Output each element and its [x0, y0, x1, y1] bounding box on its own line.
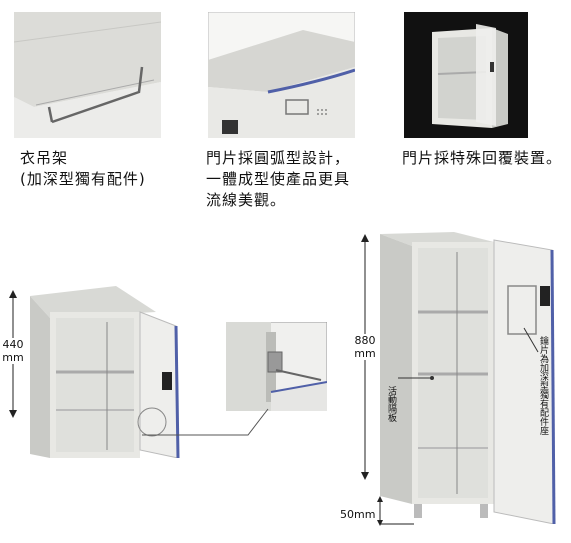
leg-height-unit: mm	[354, 508, 376, 521]
photo-door-return	[404, 12, 528, 138]
detail-callout-line	[142, 408, 269, 436]
photo-hinge-detail	[226, 322, 327, 411]
small-height-unit: mm	[2, 351, 24, 364]
small-height-label: 440 mm	[0, 338, 26, 364]
lock-callout-label: 鑰片為加深型獨有配件座	[538, 336, 548, 435]
photo-hanger-rail	[14, 12, 161, 138]
lock-callout-line	[523, 327, 539, 353]
leg-height-arrow	[377, 496, 414, 526]
small-height-value: 440	[2, 338, 24, 351]
feature-caption-3-line-1: 門片採特殊回覆裝置。	[402, 149, 563, 167]
shelf-callout-label: 活動隔板	[386, 386, 396, 422]
feature-caption-1-line-2: (加深型獨有配件)	[20, 170, 146, 188]
feature-caption-1-line-1: 衣吊架	[20, 149, 69, 167]
feature-caption-2-line-1: 門片採圓弧型設計，	[206, 149, 351, 167]
tall-height-value: 880	[354, 334, 376, 347]
feature-caption-2-line-3: 流線美觀。	[206, 191, 287, 209]
tall-cabinet-illustration	[376, 228, 566, 524]
tall-height-label: 880 mm	[350, 334, 380, 360]
feature-caption-2-line-2: 一體成型使產品更具	[206, 170, 351, 188]
shelf-callout-line	[398, 376, 434, 380]
feature-caption-1: 衣吊架 (加深型獨有配件)	[20, 148, 146, 190]
leg-height-label: 50mm	[340, 508, 375, 521]
tall-height-unit: mm	[354, 347, 376, 360]
small-cabinet-illustration	[26, 282, 204, 458]
feature-caption-3: 門片採特殊回覆裝置。	[402, 148, 562, 169]
photo-door-curve	[208, 12, 355, 138]
leg-height-value: 50	[340, 508, 354, 521]
feature-caption-2: 門片採圓弧型設計， 一體成型使產品更具 流線美觀。	[206, 148, 350, 211]
